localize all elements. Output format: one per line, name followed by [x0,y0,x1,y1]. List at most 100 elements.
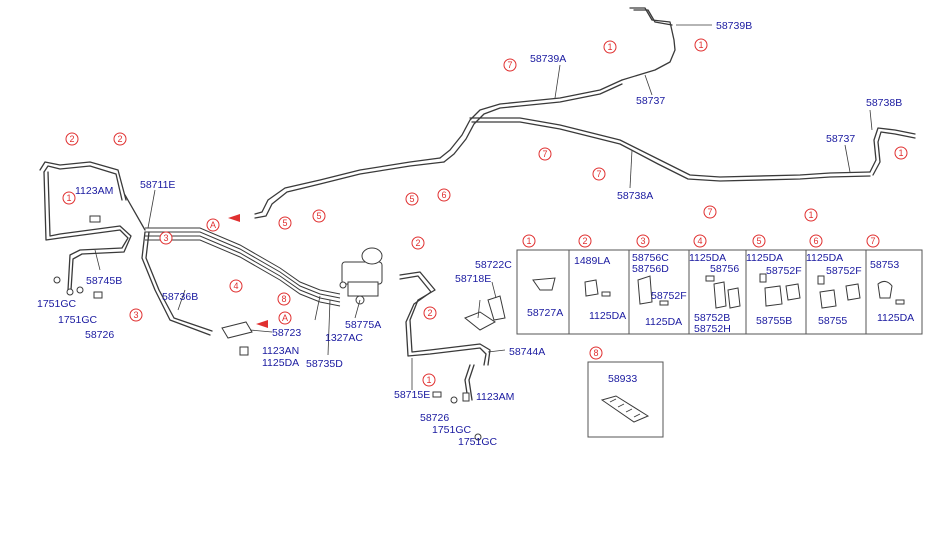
leader-lines [94,24,873,390]
detail-5-58752F: 58752F [766,265,802,277]
svg-text:3: 3 [640,236,645,246]
label-1751GC-c: 1751GC [432,424,472,436]
detail-1-58727A: 58727A [527,307,563,319]
label-58775A: 58775A [345,319,381,331]
detail-5-58755B: 58755B [756,315,792,327]
svg-text:1: 1 [66,193,71,203]
label-58735D: 58735D [306,358,343,370]
detail-4-58756: 58756 [710,263,739,275]
callout-3: 3 [159,231,173,245]
callout-1: 1 [694,38,708,52]
svg-text:7: 7 [707,207,712,217]
callout-6: 6 [437,188,451,202]
callout-5: 5 [278,216,292,230]
callout-1: 1 [804,208,818,222]
svg-text:8: 8 [281,294,286,304]
detail-3-1125DA: 1125DA [645,316,682,328]
svg-text:5: 5 [316,211,321,221]
detail-3-58752F: 58752F [651,290,687,302]
detail-panel: 1 58727A 2 1489LA 1125DA 3 58756C 58756D… [516,234,923,335]
diagram-callouts: 1 1 1 1 1 1 2 2 2 2 3 3 4 5 5 5 6 7 7 7 … [62,38,908,387]
callout-5: 5 [312,209,326,223]
svg-text:5: 5 [409,194,414,204]
part-labels: 58739B 58739A 58737 58738B 58737 58738A … [37,20,902,448]
callout-a: A [206,218,220,232]
svg-text:1: 1 [607,42,612,52]
detail-box-7: 7 58753 1125DA [866,234,914,324]
detail-4-1125DA: 1125DA [689,252,726,264]
svg-text:7: 7 [542,149,547,159]
svg-text:5: 5 [756,236,761,246]
svg-text:8: 8 [593,348,598,358]
callout-2: 2 [113,132,127,146]
svg-text:A: A [210,220,216,230]
svg-text:5: 5 [282,218,287,228]
label-58715E: 58715E [394,389,430,401]
label-1125DA-center: 1125DA [262,357,299,369]
label-58726-left: 58726 [85,329,114,341]
label-58737-upper: 58737 [636,95,665,107]
callout-2: 2 [411,236,425,250]
svg-text:2: 2 [69,134,74,144]
label-58718E: 58718E [455,273,491,285]
detail-8-58933: 58933 [608,373,637,385]
detail-6-58752F: 58752F [826,265,862,277]
detail-4-58752B: 58752B [694,312,730,324]
svg-text:1: 1 [426,375,431,385]
label-58744A: 58744A [509,346,545,358]
callout-2: 2 [423,306,437,320]
svg-text:1: 1 [698,40,703,50]
detail-2-1125DA: 1125DA [589,310,626,322]
label-58723: 58723 [272,327,301,339]
svg-text:1: 1 [808,210,813,220]
label-58738A: 58738A [617,190,653,202]
detail-6-58755: 58755 [818,315,847,327]
callout-1: 1 [603,40,617,54]
svg-text:7: 7 [507,60,512,70]
callout-1: 1 [894,146,908,160]
detail-box-8: 8 58933 [587,346,664,438]
svg-text:A: A [282,313,288,323]
callout-7: 7 [703,205,717,219]
label-58737-right: 58737 [826,133,855,145]
label-1751GC-d: 1751GC [458,436,498,448]
label-58711E: 58711E [140,179,175,191]
svg-text:2: 2 [427,308,432,318]
detail-box-1: 1 58727A [522,234,563,319]
label-1123AM-right: 1123AM [476,391,514,403]
svg-text:2: 2 [582,236,587,246]
label-58745B: 58745B [86,275,122,287]
section-arrows [228,214,268,328]
detail-box-5: 5 1125DA 58752F 58755B [746,234,802,327]
arrow-a-lower [256,320,268,328]
brake-pipes [39,7,916,401]
svg-text:1: 1 [898,148,903,158]
callout-1: 1 [422,373,436,387]
label-1327AC: 1327AC [325,332,363,344]
callout-7: 7 [503,58,517,72]
svg-text:7: 7 [596,169,601,179]
detail-2-1489LA: 1489LA [574,255,610,267]
label-58722C: 58722C [475,259,512,271]
label-58739A: 58739A [530,53,566,65]
detail-3-58756C: 58756C [632,252,669,264]
detail-box-4: 4 1125DA 58756 58752B 58752H [689,234,741,335]
label-58739B: 58739B [716,20,752,32]
svg-text:6: 6 [813,236,818,246]
callout-1: 1 [62,191,76,205]
svg-text:3: 3 [133,310,138,320]
detail-7-58753: 58753 [870,259,899,271]
label-58736B: 58736B [162,291,198,303]
callout-3: 3 [129,308,143,322]
svg-text:2: 2 [415,238,420,248]
svg-text:3: 3 [163,233,168,243]
detail-3-58756D: 58756D [632,263,669,275]
detail-6-1125DA: 1125DA [806,252,843,264]
detail-5-1125DA: 1125DA [746,252,783,264]
label-58726-right: 58726 [420,412,449,424]
svg-text:6: 6 [441,190,446,200]
detail-box-2: 2 1489LA 1125DA [574,234,626,322]
master-cylinder [341,247,383,305]
svg-text:4: 4 [697,236,702,246]
